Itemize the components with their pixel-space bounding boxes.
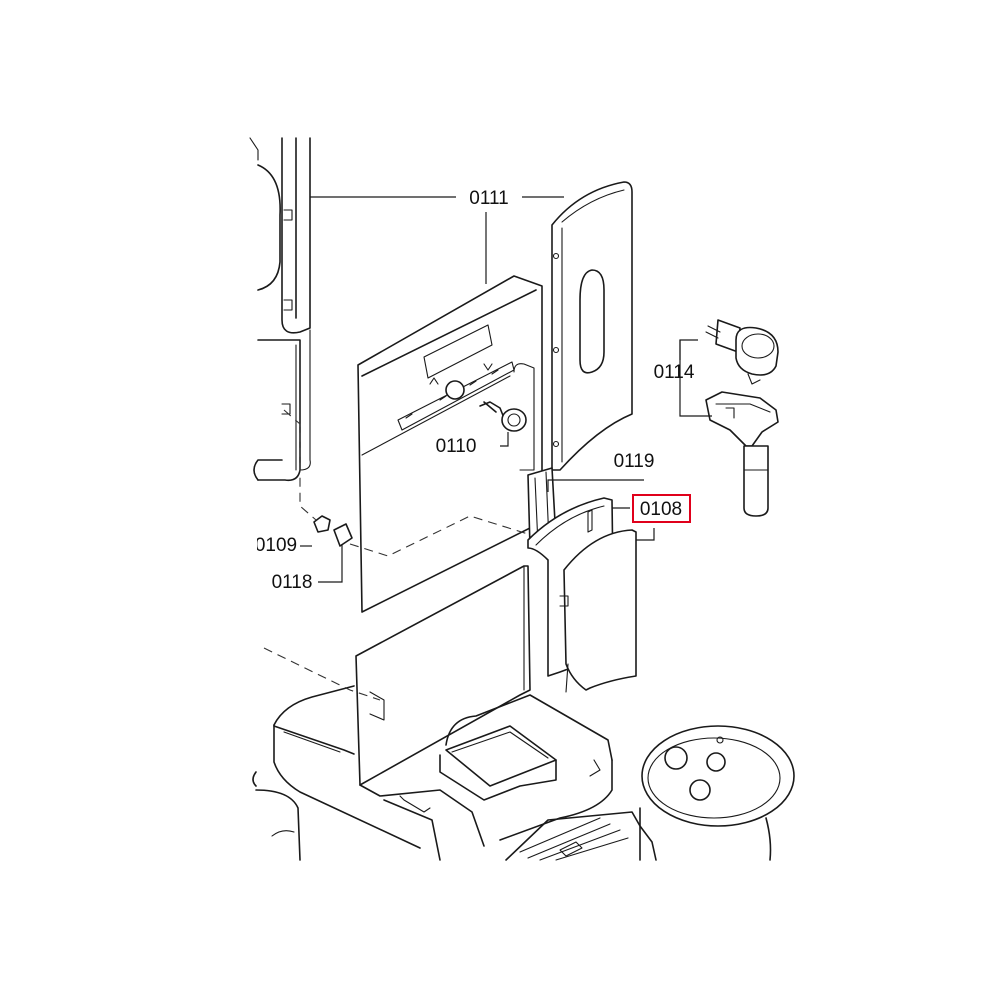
callout-0119: 0119: [614, 451, 655, 472]
knob-0110: [479, 401, 527, 432]
callout-0108: 0108: [640, 499, 682, 520]
leader-lines: [263, 196, 712, 701]
small-parts: [313, 515, 353, 547]
round-cup-tray: [639, 725, 795, 861]
base-tray: [252, 685, 657, 861]
valve-assembly-0114: [705, 319, 779, 517]
side-cover-0111: [551, 181, 633, 471]
highlight-box-0108: [632, 494, 691, 523]
front-panel-0111: [357, 275, 543, 613]
callout-0111: 0111: [469, 188, 508, 209]
callout-0109: 0109: [255, 535, 297, 556]
callout-0110: 0110: [436, 436, 477, 457]
left-crop-mask: [0, 520, 257, 560]
callout-0114: 0114: [654, 362, 695, 383]
callout-0118: 0118: [272, 572, 313, 593]
callout-labels: 0111 0114 0110 0119 0108 0109 0118: [255, 188, 695, 593]
door-0108: [527, 497, 637, 693]
housing-side-wall: [249, 137, 311, 482]
